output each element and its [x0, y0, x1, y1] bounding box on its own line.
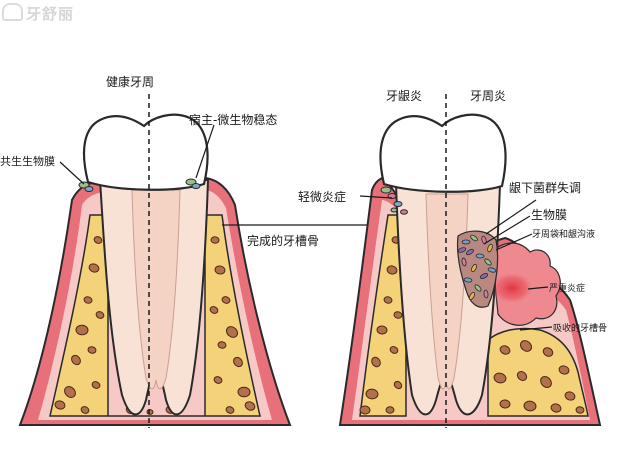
marrow-spot: [209, 306, 219, 314]
label-pocket-fluid: 牙周袋和龈沟液: [532, 230, 596, 240]
left-tooth-crown: [82, 113, 209, 191]
marrow-spot: [389, 346, 399, 354]
marrow-spot: [383, 296, 393, 304]
marrow-spot: [75, 324, 89, 336]
marrow-spot: [376, 325, 388, 335]
marrow-spot: [516, 371, 528, 381]
marrow-spot: [371, 356, 381, 368]
marrow-spot: [550, 403, 562, 413]
marrow-spot: [540, 376, 552, 388]
right-bone-marrow-spots: [359, 236, 585, 415]
bacterium: [475, 253, 485, 259]
tooth-logo-icon: [2, 3, 23, 21]
marrow-spot: [214, 265, 226, 275]
marrow-spot: [210, 236, 220, 244]
marrow-spot: [83, 296, 93, 304]
marrow-spot: [558, 365, 570, 375]
marrow-spot: [95, 311, 105, 319]
marrow-spot: [385, 406, 395, 414]
subgingival-bacteria: [457, 234, 497, 300]
marrow-spot: [93, 236, 103, 244]
marrow-spot: [237, 386, 251, 398]
marrow-spot: [523, 400, 537, 412]
marrow-spot: [225, 326, 239, 338]
marrow-spot: [393, 311, 403, 319]
label-severe-inflammation: 严重炎症: [549, 284, 586, 294]
right-title-gingivitis: 牙龈炎: [386, 89, 423, 103]
marrow-spot: [393, 380, 403, 390]
bacterium: [468, 292, 476, 300]
marrow-spot: [519, 340, 533, 352]
marrow-spot: [71, 354, 81, 366]
marrow-spot: [233, 356, 243, 368]
right-title-periodontitis: 牙周炎: [470, 89, 507, 103]
bacterium: [487, 267, 497, 273]
label-homeostasis: 宿主-微生物稳态: [189, 113, 278, 127]
marrow-spot: [493, 372, 507, 384]
bacterium: [457, 247, 467, 253]
label-mild-inflammation: 轻微炎症: [298, 190, 347, 204]
label-biofilm: 生物膜: [531, 208, 568, 222]
left-title: 健康牙周: [106, 75, 155, 89]
bacterium: [479, 273, 489, 279]
marrow-spot: [499, 345, 511, 355]
marrow-spot: [359, 405, 371, 415]
label-commensal-biofilm: 共生生物膜: [0, 155, 55, 168]
marrow-spot: [575, 406, 585, 414]
bacterium: [466, 248, 474, 256]
bacterium: [483, 289, 489, 299]
marrow-spot: [499, 399, 511, 409]
left-commensal-biofilm: [78, 178, 201, 192]
marrow-spot: [91, 381, 101, 389]
label-dysbiosis: 龈下菌群失调: [509, 181, 582, 195]
watermark-logo: 牙舒丽: [2, 3, 74, 24]
diseased-tooth-group: [338, 94, 602, 428]
bacterium: [471, 263, 477, 273]
marrow-spot: [564, 391, 576, 401]
marrow-spot: [54, 400, 66, 410]
severe-inflammation-area: [488, 270, 536, 306]
marrow-spot: [213, 376, 223, 384]
marrow-spot: [146, 409, 154, 415]
marrow-spot: [217, 341, 227, 349]
watermark-text: 牙舒丽: [26, 5, 75, 23]
label-alveolar-bone: 完成的牙槽骨: [247, 234, 320, 248]
marrow-spot: [365, 388, 379, 400]
bacterium: [484, 258, 492, 266]
right-tooth-crown: [379, 113, 507, 193]
bacterium: [487, 243, 493, 253]
healthy-tooth-group: [18, 94, 292, 428]
bacterium: [461, 239, 471, 245]
marrow-spot: [88, 263, 100, 273]
bacterium: [461, 257, 467, 267]
marrow-spot: [80, 406, 90, 414]
bacterium: [463, 277, 473, 283]
marrow-spot: [225, 406, 235, 414]
marrow-spot: [542, 347, 554, 357]
right-resorbed-bone: [487, 327, 589, 417]
left-alveolar-bone: [49, 214, 261, 417]
marrow-spot: [244, 401, 256, 411]
marrow-spot: [87, 346, 97, 354]
bacterium: [474, 284, 482, 292]
bacterium: [470, 234, 478, 242]
marrow-spot: [386, 265, 398, 275]
label-resorbed-bone: 吸收的牙槽骨: [553, 324, 608, 334]
marrow-spot: [64, 386, 76, 398]
marrow-spot: [221, 296, 231, 304]
gingival-biofilm: [380, 186, 408, 215]
